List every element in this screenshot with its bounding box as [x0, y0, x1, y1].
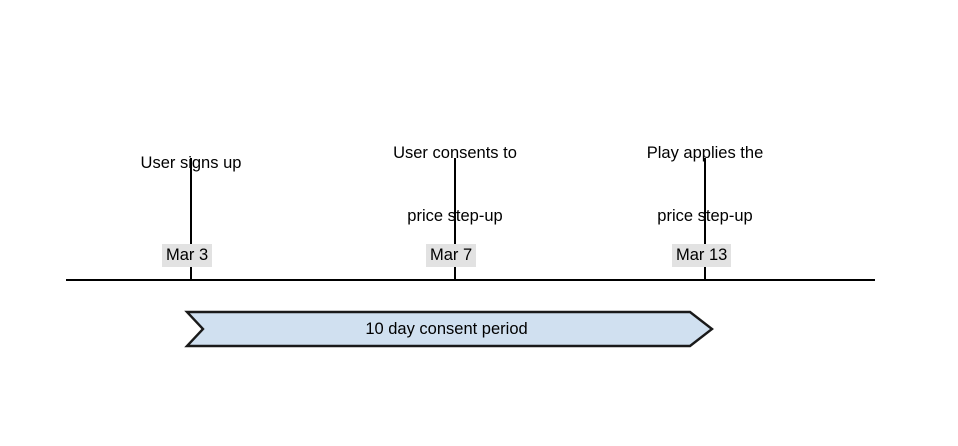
date-label-consent: Mar 7: [426, 244, 477, 267]
date-label-apply: Mar 13: [672, 244, 732, 267]
consent-period-band-shape: [184, 310, 714, 348]
date-label-signup: Mar 3: [162, 244, 213, 267]
consent-period-band-label: 10 day consent period: [365, 320, 528, 338]
